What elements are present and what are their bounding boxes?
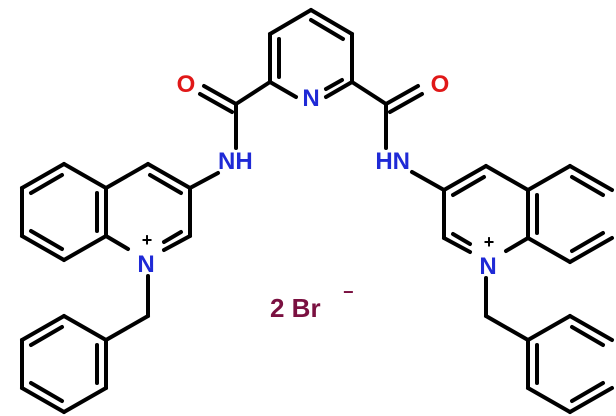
right-amide-group <box>350 80 446 192</box>
right-benzyl-phenyl-ring <box>526 314 614 414</box>
pyridine-ring <box>268 8 354 99</box>
right-carbonyl-oxygen-label: O <box>431 71 450 98</box>
left-carbonyl-oxygen-label: O <box>177 71 196 98</box>
bromide-counterion-label: 2 Br <box>270 293 321 323</box>
bromide-negative-charge: − <box>343 282 354 302</box>
left-quinolinium-ring <box>20 162 192 342</box>
left-benzyl-phenyl-ring <box>20 314 108 414</box>
left-amide-nh-label: NH <box>218 148 253 175</box>
left-positive-charge: + <box>142 230 153 250</box>
right-quinolinium-ring <box>442 164 614 342</box>
pyridine-nitrogen-label: N <box>302 85 319 112</box>
right-amide-hn-label: HN <box>375 148 410 175</box>
left-quinolinium-nitrogen-label: N <box>137 251 154 278</box>
left-amide-group <box>188 80 272 190</box>
right-positive-charge: + <box>484 232 495 252</box>
right-quinolinium-nitrogen-label: N <box>479 253 496 280</box>
